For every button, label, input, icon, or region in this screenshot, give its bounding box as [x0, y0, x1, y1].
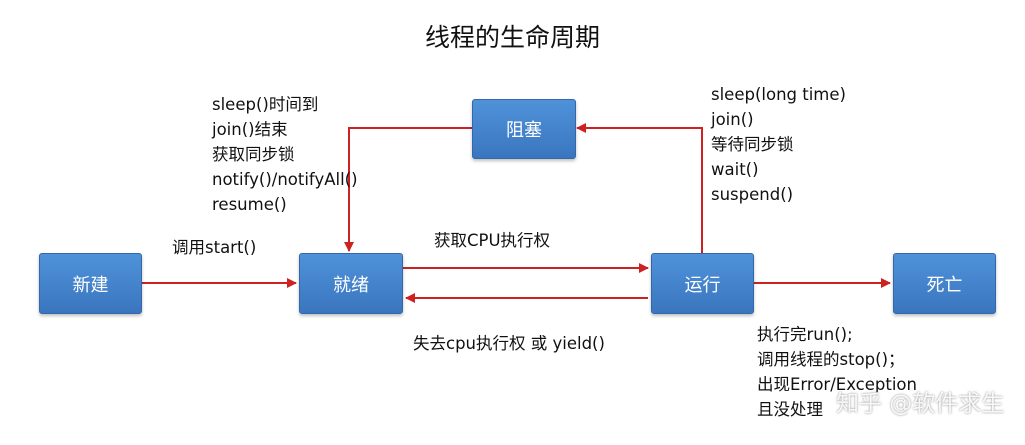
label-line: join() — [711, 110, 754, 129]
label-get-cpu: 获取CPU执行权 — [434, 231, 551, 250]
label-running-to-dead: 执行完run(); 调用线程的stop()； 出现Error/Exception… — [757, 322, 917, 422]
label-start: 调用start() — [172, 238, 257, 257]
label-line: 获取同步锁 — [212, 145, 295, 164]
label-line: 且没处理 — [757, 400, 823, 419]
label-line: 出现Error/Exception — [757, 375, 917, 394]
node-running: 运行 — [651, 253, 754, 314]
watermark: 知乎 @软件求生 — [836, 391, 1005, 417]
label-line: resume() — [212, 195, 287, 214]
label-line: notify()/notifyAll() — [212, 170, 358, 189]
label-line: wait() — [711, 160, 759, 179]
arrow-running-to-blocked — [576, 123, 703, 253]
node-blocked: 阻塞 — [472, 99, 576, 159]
node-dead: 死亡 — [893, 253, 996, 314]
label-line: sleep()时间到 — [212, 95, 319, 114]
node-new: 新建 — [39, 253, 142, 314]
label-line: suspend() — [711, 185, 794, 204]
label-line: 等待同步锁 — [711, 135, 794, 154]
label-line: join()结束 — [212, 120, 288, 139]
label-blocked-to-ready: sleep()时间到 join()结束 获取同步锁 notify()/notif… — [212, 92, 358, 217]
label-line: sleep(long time) — [711, 85, 846, 104]
arrow-blocked-to-ready — [344, 127, 472, 252]
node-ready: 就绪 — [299, 253, 403, 314]
diagram-title: 线程的生命周期 — [424, 23, 600, 52]
label-running-to-blocked: sleep(long time) join() 等待同步锁 wait() sus… — [711, 82, 846, 207]
label-line: 执行完run(); — [757, 325, 853, 344]
label-line: 调用线程的stop()； — [757, 350, 905, 369]
label-lose-cpu: 失去cpu执行权 或 yield() — [413, 334, 605, 353]
